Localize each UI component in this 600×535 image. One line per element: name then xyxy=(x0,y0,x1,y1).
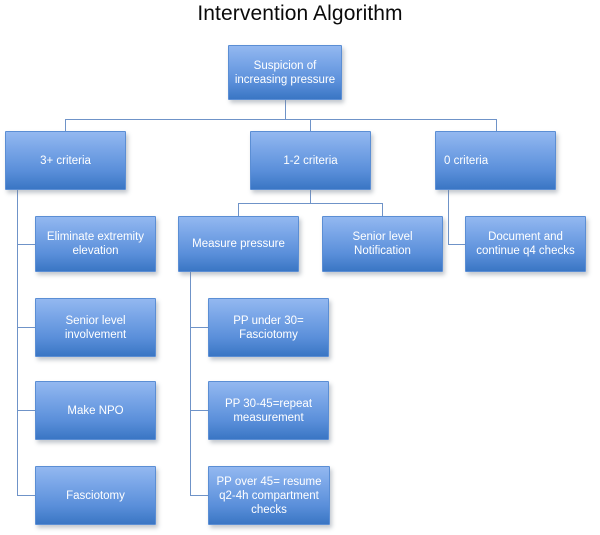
connector-bus-to-0 xyxy=(496,119,497,131)
node-eliminate-elevation[interactable]: Eliminate extremity elevation xyxy=(35,216,156,272)
node-pp-30-45[interactable]: PP 30-45=repeat measurement xyxy=(208,381,329,440)
node-senior-notification-label: Senior level Notification xyxy=(352,231,413,257)
connector-3plus-stub-2 xyxy=(17,327,36,328)
connector-measure-spine xyxy=(190,272,191,496)
node-make-npo-label: Make NPO xyxy=(67,404,124,417)
node-root-label: Suspicion of increasing pressure xyxy=(234,59,336,86)
node-fasciotomy-label: Fasciotomy xyxy=(66,489,125,502)
node-pp-over-45-label: PP over 45= resume q2-4h compartment che… xyxy=(216,475,322,516)
node-senior-notification[interactable]: Senior level Notification xyxy=(322,216,443,272)
node-eliminate-elevation-label: Eliminate extremity elevation xyxy=(46,231,145,257)
connector-3plus-stub-1 xyxy=(17,244,36,245)
connector-1-2-down xyxy=(310,190,311,203)
connector-1-2-to-measure xyxy=(238,203,239,216)
node-criteria-0[interactable]: 0 criteria xyxy=(435,131,556,190)
node-fasciotomy[interactable]: Fasciotomy xyxy=(35,466,156,525)
connector-level1-bus xyxy=(65,119,497,120)
connector-3plus-stub-3 xyxy=(17,410,36,411)
node-senior-involvement-label: Senior level involvement xyxy=(64,314,127,341)
connector-bus-to-1-2 xyxy=(310,119,311,131)
node-root[interactable]: Suspicion of increasing pressure xyxy=(228,45,342,100)
connector-3plus-spine xyxy=(17,190,18,496)
page-title: Intervention Algorithm xyxy=(197,2,403,25)
connector-0-down xyxy=(448,190,449,244)
node-senior-involvement[interactable]: Senior level involvement xyxy=(35,298,156,357)
node-criteria-1-2[interactable]: 1-2 criteria xyxy=(250,131,371,190)
node-make-npo[interactable]: Make NPO xyxy=(35,381,156,440)
connector-1-2-to-notification xyxy=(382,203,383,216)
node-pp-under-30[interactable]: PP under 30= Fasciotomy xyxy=(208,298,329,357)
node-pp-30-45-label: PP 30-45=repeat measurement xyxy=(224,397,313,424)
connector-bus-to-3plus xyxy=(65,119,66,131)
connector-measure-stub-1 xyxy=(190,327,209,328)
node-document-q4-label: Document and continue q4 checks xyxy=(476,231,575,257)
node-criteria-3plus-label: 3+ criteria xyxy=(40,154,91,167)
node-pp-under-30-label: PP under 30= Fasciotomy xyxy=(233,314,304,341)
node-criteria-3plus[interactable]: 3+ criteria xyxy=(5,131,126,190)
node-pp-over-45[interactable]: PP over 45= resume q2-4h compartment che… xyxy=(208,466,330,525)
connector-measure-stub-2 xyxy=(190,410,209,411)
node-document-q4[interactable]: Document and continue q4 checks xyxy=(465,216,586,272)
node-criteria-1-2-label: 1-2 criteria xyxy=(283,154,338,167)
node-measure-pressure[interactable]: Measure pressure xyxy=(178,216,299,272)
connector-0-stub xyxy=(448,244,466,245)
connector-3plus-stub-4 xyxy=(17,495,36,496)
connector-1-2-bus xyxy=(238,203,383,204)
node-measure-pressure-label: Measure pressure xyxy=(192,238,285,250)
connector-root-down xyxy=(285,100,286,119)
connector-measure-stub-3 xyxy=(190,495,209,496)
node-criteria-0-label: 0 criteria xyxy=(444,154,489,167)
